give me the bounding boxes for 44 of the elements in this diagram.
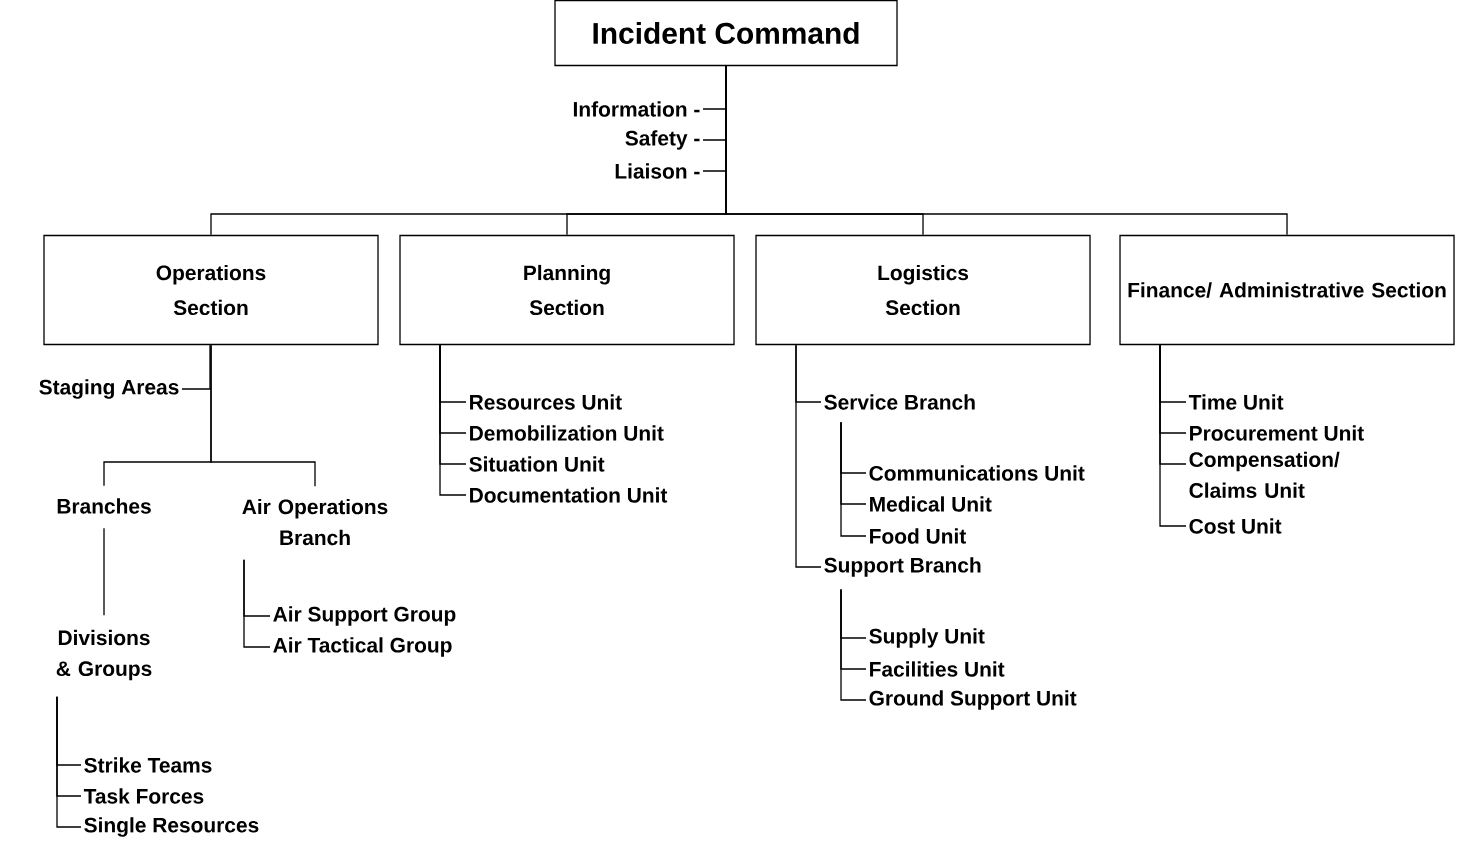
org-label: Resources Unit [470,394,622,410]
org-label: Liaison - [615,163,700,179]
org-label: Cost Unit [1189,518,1282,534]
connector-line [840,588,867,701]
org-label: Communications Unit [869,465,1085,481]
org-label: Situation Unit [469,456,605,472]
org-label: Single Resources [84,817,259,837]
org-label: Procurement Unit [1190,425,1364,441]
connector-line [725,65,1288,236]
org-label: Safety - [625,130,700,150]
org-label: Documentation Unit [470,487,668,503]
section-box: Operations Section [43,234,379,346]
section-box: Planning Section [399,234,735,346]
connector-line [439,344,467,496]
org-label: Air Operations Branch [242,498,388,546]
org-label: Ground Support Unit [869,690,1077,710]
org-label: Service Branch [824,394,975,410]
org-label: Information - [573,101,700,117]
section-box: Logistics Section [755,234,1091,346]
connector-line [243,559,271,648]
connector-line [1159,344,1187,527]
org-label: Demobilization Unit [470,425,664,441]
connector-line [795,344,822,568]
org-label: Divisions & Groups [56,629,152,681]
connector-line [103,527,105,616]
org-label: Support Branch [824,557,981,577]
connector-line [840,421,867,537]
connector-line [181,344,211,390]
org-label: Facilities Unit [870,661,1005,677]
org-label: Task Forces [83,788,204,804]
org-label: Air Tactical Group [273,637,452,657]
org-label: Strike Teams [84,757,212,773]
org-label: Medical Unit [870,496,992,512]
section-box: Finance/ Administrative Section [1119,234,1455,346]
org-label: Staging Areas [39,379,179,399]
connector-line [56,696,82,828]
org-label: Compensation/ Claims Unit [1189,451,1340,498]
connector-line [210,344,316,487]
org-label: Food Unit [870,528,966,544]
org-label: Branches [57,498,151,514]
org-label: Air Support Group [273,606,456,626]
org-label: Time Unit [1188,394,1284,410]
title-box: Incident Command [554,0,898,67]
org-label: Supply Unit [869,628,985,648]
